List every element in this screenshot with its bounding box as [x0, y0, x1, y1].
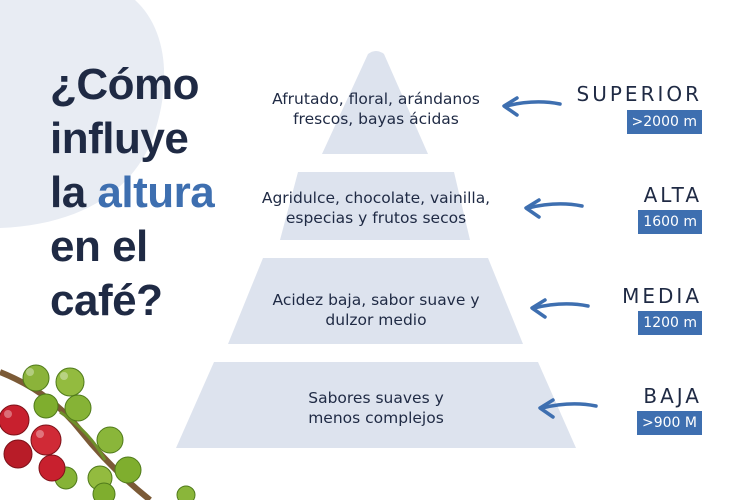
- title-line-4: en el: [50, 222, 148, 271]
- altitude-badge-media: 1200 m: [638, 311, 702, 335]
- altitude-badge-baja: >900 M: [637, 411, 702, 435]
- pyramid-tier-baja: [176, 362, 576, 448]
- title-accent-word: altura: [97, 168, 215, 217]
- altitude-badge-alta: 1600 m: [638, 210, 702, 234]
- title-line-2: influye: [50, 114, 189, 163]
- page-title: ¿Cómo influye la altura en el café?: [50, 58, 215, 328]
- tier-description-media: Acidez baja, sabor suave y dulzor medio: [272, 291, 480, 329]
- level-name-alta: ALTA: [643, 183, 702, 207]
- level-name-superior: SUPERIOR: [576, 82, 702, 106]
- pyramid-tier-alta: [280, 172, 470, 240]
- title-line-3: la altura: [50, 166, 215, 220]
- title-line-1: ¿Cómo: [50, 60, 200, 109]
- tier-description-alta: Agridulce, chocolate, vainilla, especias…: [261, 189, 491, 227]
- level-name-media: MEDIA: [622, 284, 702, 308]
- tier-description-baja: Sabores suaves y menos complejos: [308, 389, 444, 427]
- arrow-left-icon: [502, 96, 562, 117]
- pyramid-tier-media: [228, 258, 523, 344]
- altitude-badge-superior: >2000 m: [626, 110, 702, 134]
- arrow-left-icon: [530, 298, 590, 319]
- level-name-baja: BAJA: [643, 384, 702, 408]
- arrow-left-icon: [524, 198, 584, 219]
- tier-description-superior: Afrutado, floral, arándanos frescos, bay…: [272, 90, 480, 128]
- title-line-5: café?: [50, 276, 163, 325]
- title-line-3-pre: la: [50, 168, 98, 217]
- pyramid-tier-superior: [322, 51, 428, 154]
- arrow-left-icon: [538, 398, 598, 419]
